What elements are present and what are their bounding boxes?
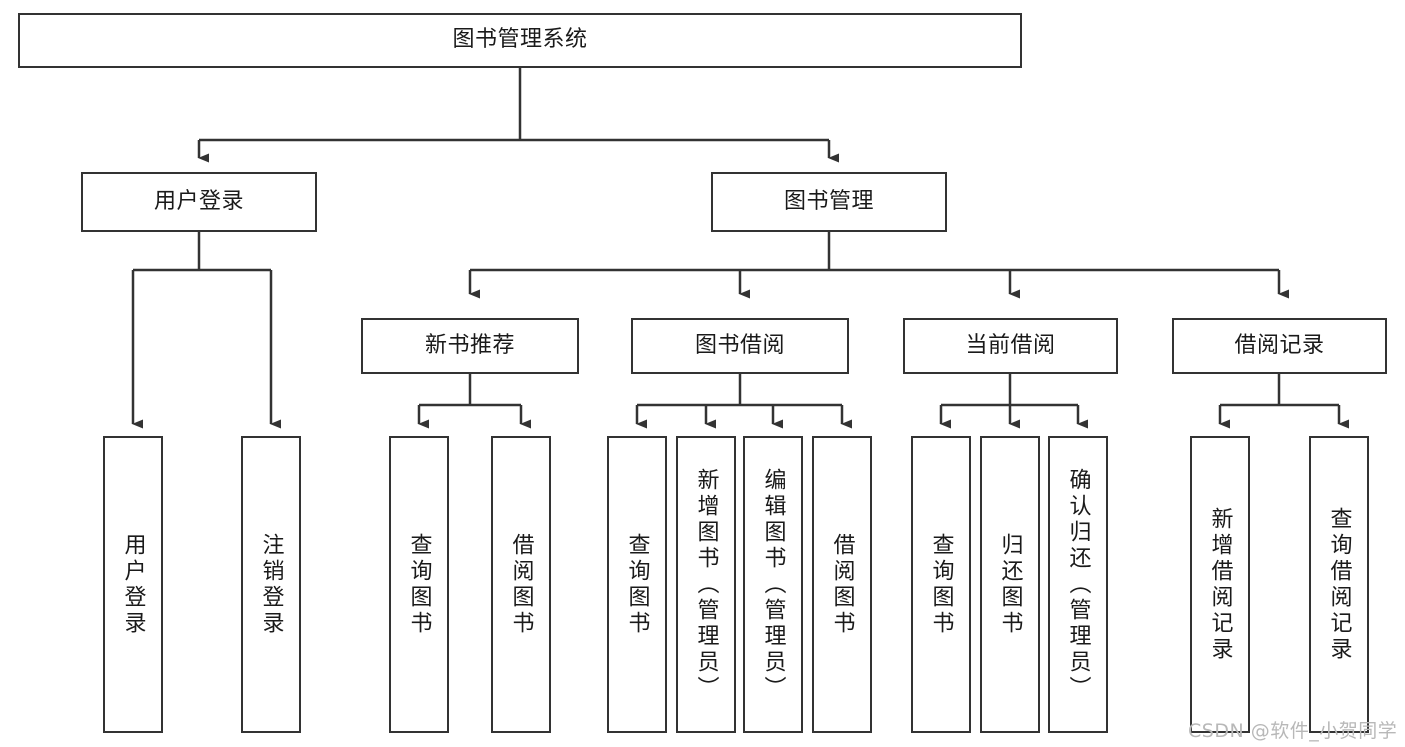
node-new-book-recommend[interactable]: 新书推荐 xyxy=(361,318,579,374)
node-leaf-logout-label: 注销登录 xyxy=(258,532,284,637)
node-leaf-borrow-book-2[interactable]: 借阅图书 xyxy=(812,436,872,733)
node-root[interactable]: 图书管理系统 xyxy=(18,13,1022,68)
node-leaf-borrow-book-1-label: 借阅图书 xyxy=(508,532,534,637)
node-root-label: 图书管理系统 xyxy=(452,27,588,53)
node-leaf-confirm-return[interactable]: 确认归还（管理员） xyxy=(1048,436,1108,733)
node-book-borrow-label: 图书借阅 xyxy=(694,332,785,358)
node-leaf-query-record[interactable]: 查询借阅记录 xyxy=(1309,436,1369,733)
node-leaf-borrow-book-2-label: 借阅图书 xyxy=(829,532,855,637)
node-borrow-record[interactable]: 借阅记录 xyxy=(1172,318,1387,374)
node-leaf-user-login-label: 用户登录 xyxy=(120,532,146,637)
node-book-borrow[interactable]: 图书借阅 xyxy=(631,318,849,374)
node-borrow-record-label: 借阅记录 xyxy=(1234,332,1325,358)
node-user-login[interactable]: 用户登录 xyxy=(81,172,317,232)
node-leaf-edit-book[interactable]: 编辑图书（管理员） xyxy=(743,436,803,733)
node-leaf-confirm-return-label: 确认归还（管理员） xyxy=(1065,467,1091,702)
node-leaf-add-record[interactable]: 新增借阅记录 xyxy=(1190,436,1250,733)
node-current-borrow[interactable]: 当前借阅 xyxy=(903,318,1118,374)
node-book-manage-label: 图书管理 xyxy=(783,188,874,214)
node-leaf-query-record-label: 查询借阅记录 xyxy=(1326,506,1352,663)
node-leaf-add-book-label: 新增图书（管理员） xyxy=(693,467,719,702)
node-leaf-add-record-label: 新增借阅记录 xyxy=(1207,506,1233,663)
node-leaf-query-book-1[interactable]: 查询图书 xyxy=(389,436,449,733)
node-leaf-query-book-2-label: 查询图书 xyxy=(624,532,650,637)
node-leaf-add-book[interactable]: 新增图书（管理员） xyxy=(676,436,736,733)
node-leaf-borrow-book-1[interactable]: 借阅图书 xyxy=(491,436,551,733)
node-user-login-label: 用户登录 xyxy=(153,188,244,214)
node-leaf-query-book-1-label: 查询图书 xyxy=(406,532,432,637)
node-leaf-edit-book-label: 编辑图书（管理员） xyxy=(760,467,786,702)
csdn-watermark: CSDN @软件_小贺同学 xyxy=(1188,720,1398,742)
node-book-manage[interactable]: 图书管理 xyxy=(711,172,947,232)
node-leaf-query-book-2[interactable]: 查询图书 xyxy=(607,436,667,733)
node-leaf-return-book[interactable]: 归还图书 xyxy=(980,436,1040,733)
node-new-book-recommend-label: 新书推荐 xyxy=(424,332,515,358)
node-current-borrow-label: 当前借阅 xyxy=(965,332,1056,358)
node-leaf-query-book-3[interactable]: 查询图书 xyxy=(911,436,971,733)
node-leaf-user-login[interactable]: 用户登录 xyxy=(103,436,163,733)
node-leaf-query-book-3-label: 查询图书 xyxy=(928,532,954,637)
node-leaf-return-book-label: 归还图书 xyxy=(997,532,1023,637)
node-leaf-logout[interactable]: 注销登录 xyxy=(241,436,301,733)
